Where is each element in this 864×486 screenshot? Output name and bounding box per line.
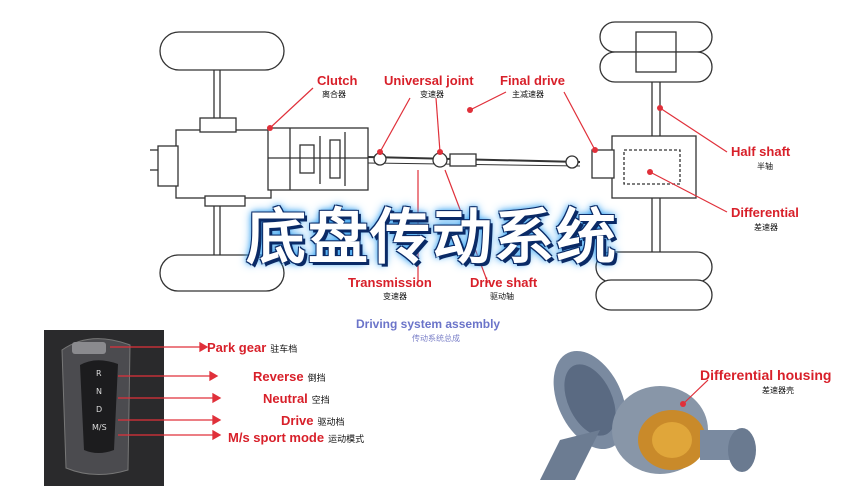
svg-text:D: D [96, 405, 102, 414]
rear-right-wheel-upper-2 [599, 51, 713, 83]
rear-right-wheel-lower-2 [595, 279, 713, 311]
gear-label-park-en: Park gear [207, 340, 267, 355]
svg-text:R: R [96, 369, 102, 378]
gear-label-sport-zh: 运动模式 [328, 435, 365, 445]
diagram-caption-zh: 传动系统总成 [412, 334, 460, 343]
gear-label-reverse-zh: 倒挡 [307, 374, 326, 384]
svg-text:M/S: M/S [92, 423, 107, 432]
differential-label: Differential [731, 205, 799, 220]
svg-text:N: N [96, 387, 102, 396]
rear-differential [611, 135, 697, 199]
gear-label-park-zh: 驻车档 [270, 345, 298, 355]
engine-block [175, 129, 272, 199]
gear-label-drive-en: Drive [281, 413, 314, 428]
transmission-label: Transmission [348, 275, 432, 290]
differential-housing-label: Differential housing [700, 367, 832, 383]
final-drive-label-zh: 主减速器 [512, 90, 544, 99]
diagram-caption: Driving system assembly [356, 317, 501, 331]
gear-label-drive-zh: 驱动档 [317, 418, 345, 428]
clutch-label-zh: 离合器 [322, 90, 346, 99]
rear-right-wheel-upper-1 [599, 21, 713, 53]
front-left-wheel-lower [159, 254, 285, 292]
final-drive-label: Final drive [500, 73, 566, 88]
half-shaft-label-zh: 半轴 [757, 162, 773, 171]
universal-joint-label: Universal joint [384, 73, 474, 88]
transmission-label-zh: 变速器 [383, 292, 407, 301]
drive-shaft-label: Drive shaft [470, 275, 538, 290]
gear-label-reverse-en: Reverse [253, 369, 304, 384]
differential-housing-label-zh: 差速器壳 [762, 386, 794, 395]
page-title: 底盘传动系统 [246, 203, 618, 273]
gear-label-neutral-zh: 空挡 [311, 396, 330, 406]
drive-shaft-label-zh: 驱动轴 [490, 292, 514, 301]
transmission-housing [267, 127, 369, 191]
gear-label-sport-en: M/s sport mode [228, 430, 325, 445]
front-left-wheel [159, 31, 285, 71]
differential-label-zh: 差速器 [754, 223, 778, 232]
half-shaft-label: Half shaft [731, 144, 791, 159]
universal-joint-label-zh: 变速器 [420, 90, 444, 99]
gear-label-neutral-en: Neutral [263, 391, 308, 406]
clutch-label: Clutch [317, 73, 358, 88]
differential-assembly-image [540, 350, 756, 480]
